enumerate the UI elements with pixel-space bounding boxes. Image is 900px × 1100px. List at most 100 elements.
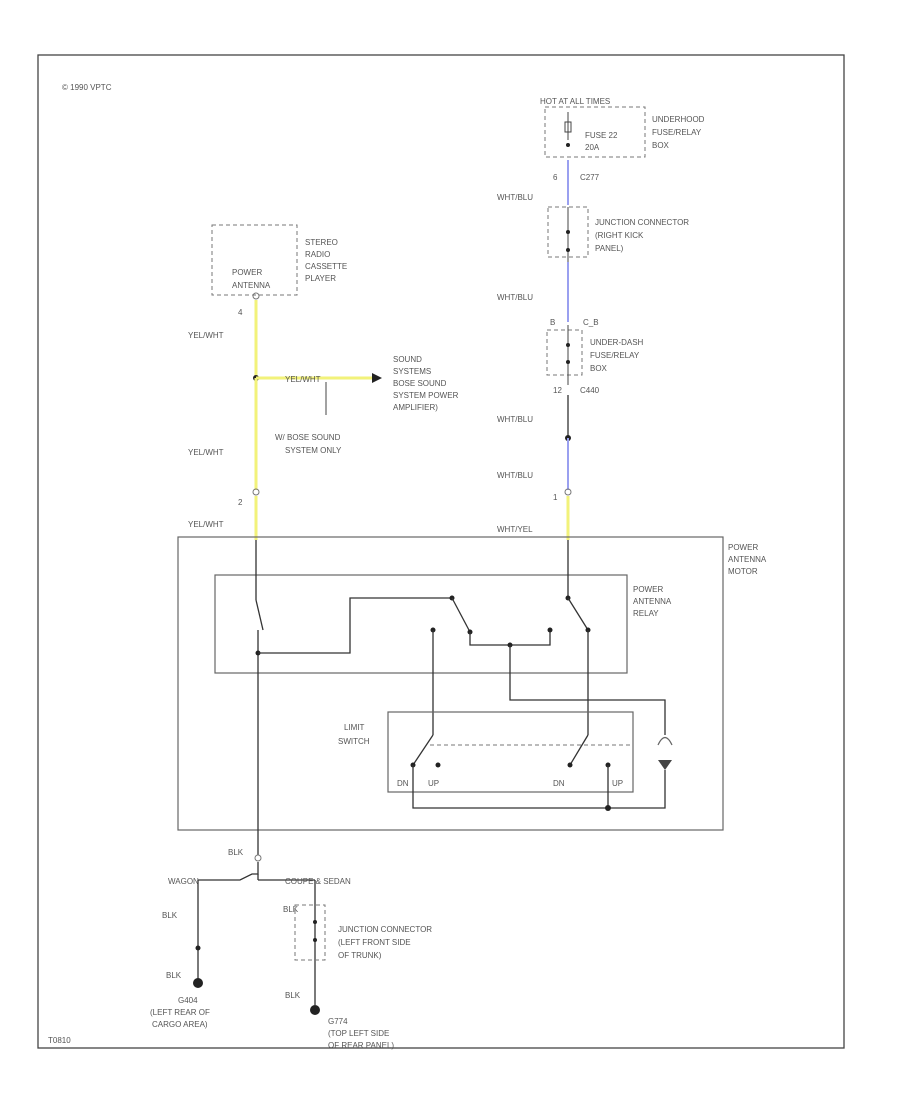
junction-trunk-label-2: (LEFT FRONT SIDE [338, 938, 411, 947]
stereo-label-1: STEREO [305, 238, 338, 247]
sound-label-1: SOUND [393, 355, 422, 364]
under-dash-label-3: BOX [590, 364, 608, 373]
motor-label-2: ANTENNA [728, 555, 767, 564]
junction-trunk-dot-2 [313, 938, 317, 942]
wire-label-blk-wagon-1: BLK [162, 911, 178, 920]
variant-wagon-label: WAGON [168, 877, 199, 886]
g404-location-2: CARGO AREA) [152, 1020, 208, 1029]
limit-return-bus [412, 765, 666, 809]
g404-label: G404 [178, 996, 198, 1005]
stereo-output-pin [252, 292, 260, 300]
limit-label-1: LIMIT [344, 723, 365, 732]
connector-pin-2 [252, 488, 260, 496]
fuse-box-outline [544, 106, 646, 158]
junction-right-dot-2 [566, 248, 570, 252]
variant-coupe-sedan-label: COUPE & SEDAN [285, 877, 351, 886]
fuse-22-symbol [564, 121, 572, 133]
relay-to-motor-wire [509, 645, 666, 735]
limit-dn-label-2: DN [553, 779, 565, 788]
under-dash-label-2: FUSE/RELAY [590, 351, 640, 360]
connector-c440-label: C440 [580, 386, 600, 395]
limit-label-2: SWITCH [338, 737, 370, 746]
junction-right-label-3: PANEL) [595, 244, 624, 253]
motor-label-1: POWER [728, 543, 758, 552]
stereo-outline [211, 224, 298, 296]
limit-switch-2-blade [569, 734, 589, 766]
wire-label-yel-wht-1: YEL/WHT [188, 331, 224, 340]
wagon-splice [195, 945, 201, 951]
power-antenna-motor-box [177, 536, 724, 831]
junction-trunk-outline [294, 904, 326, 961]
relay-switch-2-blade [567, 597, 589, 631]
left-relay-contact [255, 599, 264, 631]
stereo-label-2: RADIO [305, 250, 330, 259]
wire-label-yel-wht-3: YEL/WHT [188, 520, 224, 529]
motor-symbol-top [657, 736, 673, 746]
junction-right-label-1: JUNCTION CONNECTOR [595, 218, 689, 227]
diagram-frame [37, 54, 845, 1049]
motor-label-3: MOTOR [728, 567, 758, 576]
wire-label-wht-blu-4: WHT/BLU [497, 471, 533, 480]
fuse-rating-label: 20A [585, 143, 600, 152]
wire-label-yel-wht-branch: YEL/WHT [285, 375, 321, 384]
junction-right-label-2: (RIGHT KICK [595, 231, 644, 240]
motor-symbol-bottom [658, 760, 672, 770]
limit-dn-label-1: DN [397, 779, 409, 788]
ground-g404 [193, 978, 203, 988]
sound-label-5: AMPLIFIER) [393, 403, 438, 412]
stereo-label-3: CASSETTE [305, 262, 347, 271]
wire-label-blk-coupe-1: BLK [283, 905, 299, 914]
wire-label-yel-wht-2: YEL/WHT [188, 448, 224, 457]
junction-trunk-dot-1 [313, 920, 317, 924]
sound-label-3: BOSE SOUND [393, 379, 447, 388]
fuse-22-label: FUSE 22 [585, 131, 618, 140]
relay-switch-2-contact-a [547, 627, 553, 633]
underhood-box-label-3: BOX [652, 141, 670, 150]
pin-6-label: 6 [553, 173, 558, 182]
bose-note-label-1: W/ BOSE SOUND [275, 433, 341, 442]
underhood-box-label-2: FUSE/RELAY [652, 128, 702, 137]
wire-label-wht-blu-1: WHT/BLU [497, 193, 533, 202]
stereo-antenna-label: ANTENNA [232, 281, 271, 290]
arrow-to-sound-system [372, 373, 382, 383]
ground-connector-pin [254, 854, 262, 862]
pin-b-label: B [550, 318, 555, 327]
wire-label-wht-blu-3: WHT/BLU [497, 415, 533, 424]
bose-note-label-2: SYSTEM ONLY [285, 446, 342, 455]
limit-up-label-2: UP [612, 779, 623, 788]
wire-label-wht-blu-2: WHT/BLU [497, 293, 533, 302]
junction-connector-right-outline [547, 206, 589, 258]
wire-label-blk-wagon-2: BLK [166, 971, 182, 980]
limit-switch-1-contact [435, 762, 441, 768]
relay-label-3: RELAY [633, 609, 659, 618]
junction-trunk-label-3: OF TRUNK) [338, 951, 382, 960]
sound-label-4: SYSTEM POWER [393, 391, 459, 400]
junction-right-dot-1 [566, 230, 570, 234]
limit-switch-2-pivot [567, 762, 573, 768]
ground-branch-wire [198, 862, 259, 881]
pin-12-label: 12 [553, 386, 562, 395]
return-bus-node [605, 805, 611, 811]
connector-cb-label: C_B [583, 318, 599, 327]
limit-switch-1-blade [412, 734, 434, 766]
under-dash-label-1: UNDER-DASH [590, 338, 644, 347]
g774-location-1: (TOP LEFT SIDE [328, 1029, 389, 1038]
g774-label: G774 [328, 1017, 348, 1026]
figure-id-label: T0810 [48, 1036, 71, 1045]
wire-label-blk-coupe-2: BLK [285, 991, 301, 1000]
limit-switch-box [387, 711, 634, 793]
connector-c277-label: C277 [580, 173, 600, 182]
pin-4-label: 4 [238, 308, 243, 317]
ground-g774 [310, 1005, 320, 1015]
pin-1-label: 1 [553, 493, 558, 502]
stereo-power-label: POWER [232, 268, 262, 277]
sound-label-2: SYSTEMS [393, 367, 431, 376]
copyright-label: © 1990 VPTC [62, 83, 112, 92]
pin-2-label: 2 [238, 498, 243, 507]
power-antenna-relay-box [214, 574, 628, 674]
underhood-box-label-1: UNDERHOOD [652, 115, 705, 124]
wire-label-blk-top: BLK [228, 848, 244, 857]
fuse-terminal [566, 143, 570, 147]
relay-label-2: ANTENNA [633, 597, 672, 606]
